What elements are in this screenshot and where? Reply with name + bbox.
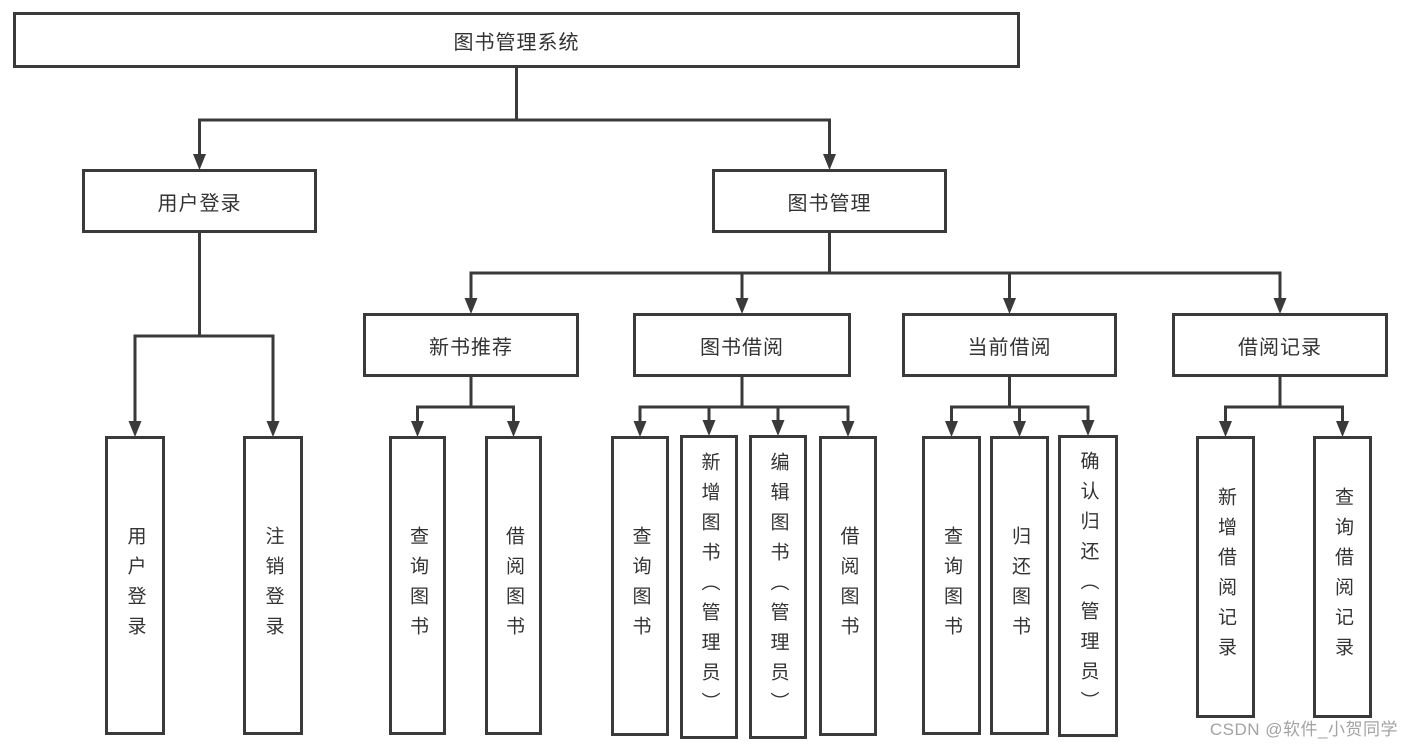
arrowhead-icon bbox=[1081, 420, 1095, 436]
arrowhead-icon bbox=[507, 421, 520, 437]
node-current-return-book: 归还图书 bbox=[990, 436, 1049, 735]
node-borrow-add-book-label: 新增图书（管理员） bbox=[698, 452, 720, 722]
node-new-book-rec: 新书推荐 bbox=[363, 313, 579, 377]
node-rec-query-book: 查询图书 bbox=[389, 436, 446, 735]
arrowhead-icon bbox=[464, 298, 478, 314]
node-borrow-borrow-book-label: 借阅图书 bbox=[837, 526, 859, 646]
node-borrow-edit-book-label: 编辑图书（管理员） bbox=[767, 452, 789, 722]
arrowhead-icon bbox=[633, 421, 647, 437]
arrowhead-icon bbox=[1003, 298, 1016, 314]
arrowhead-icon bbox=[1336, 421, 1349, 437]
arrowhead-icon bbox=[266, 421, 280, 437]
node-records-add-label: 新增借阅记录 bbox=[1215, 487, 1236, 667]
node-borrow-borrow-book: 借阅图书 bbox=[819, 436, 877, 736]
node-records-add: 新增借阅记录 bbox=[1196, 436, 1255, 718]
arrowhead-icon bbox=[771, 420, 785, 436]
arrowhead-icon bbox=[1013, 421, 1026, 437]
node-system: 图书管理系统 bbox=[13, 12, 1020, 68]
node-current-query-book-label: 查询图书 bbox=[941, 525, 962, 646]
node-new-book-rec-label: 新书推荐 bbox=[429, 336, 513, 359]
node-rec-query-book-label: 查询图书 bbox=[407, 525, 428, 646]
node-book-borrow: 图书借阅 bbox=[633, 313, 851, 377]
node-rec-borrow-book: 借阅图书 bbox=[485, 436, 542, 735]
node-borrow-query-book: 查询图书 bbox=[611, 436, 669, 736]
node-logout: 注销登录 bbox=[243, 436, 303, 735]
node-book-mgmt: 图书管理 bbox=[712, 169, 947, 233]
node-current-borrow-label: 当前借阅 bbox=[967, 336, 1052, 359]
node-user-login-label: 用户登录 bbox=[124, 525, 146, 646]
node-book-mgmt-label: 图书管理 bbox=[787, 192, 872, 215]
node-current-borrow: 当前借阅 bbox=[902, 313, 1117, 377]
arrowhead-icon bbox=[945, 421, 958, 437]
node-current-return-book-label: 归还图书 bbox=[1009, 525, 1030, 646]
node-borrow-records: 借阅记录 bbox=[1172, 313, 1388, 377]
node-user-login: 用户登录 bbox=[105, 436, 165, 735]
arrowhead-icon bbox=[823, 154, 836, 170]
node-current-confirm-return: 确认归还（管理员） bbox=[1058, 435, 1118, 737]
node-current-confirm-return-label: 确认归还（管理员） bbox=[1077, 451, 1099, 721]
node-records-query: 查询借阅记录 bbox=[1313, 436, 1372, 718]
arrowhead-icon bbox=[735, 298, 749, 314]
node-system-label: 图书管理系统 bbox=[453, 31, 580, 54]
arrowhead-icon bbox=[128, 421, 142, 437]
node-user-login-group-label: 用户登录 bbox=[157, 192, 242, 215]
node-current-query-book: 查询图书 bbox=[922, 436, 981, 735]
node-borrow-add-book: 新增图书（管理员） bbox=[680, 435, 738, 739]
node-borrow-edit-book: 编辑图书（管理员） bbox=[749, 435, 807, 739]
arrowhead-icon bbox=[1219, 421, 1232, 437]
arrowhead-icon bbox=[841, 421, 855, 437]
arrowhead-icon bbox=[411, 421, 424, 437]
node-rec-borrow-book-label: 借阅图书 bbox=[503, 525, 524, 646]
arrowhead-icon bbox=[193, 154, 206, 170]
arrowhead-icon bbox=[1273, 298, 1287, 314]
node-logout-label: 注销登录 bbox=[262, 525, 284, 646]
node-borrow-query-book-label: 查询图书 bbox=[629, 526, 651, 646]
node-records-query-label: 查询借阅记录 bbox=[1332, 487, 1353, 667]
node-book-borrow-label: 图书借阅 bbox=[700, 336, 784, 359]
arrowhead-icon bbox=[702, 420, 716, 436]
node-user-login-group: 用户登录 bbox=[82, 169, 317, 233]
node-borrow-records-label: 借阅记录 bbox=[1238, 336, 1322, 359]
watermark: CSDN @软件_小贺同学 bbox=[1209, 720, 1398, 739]
